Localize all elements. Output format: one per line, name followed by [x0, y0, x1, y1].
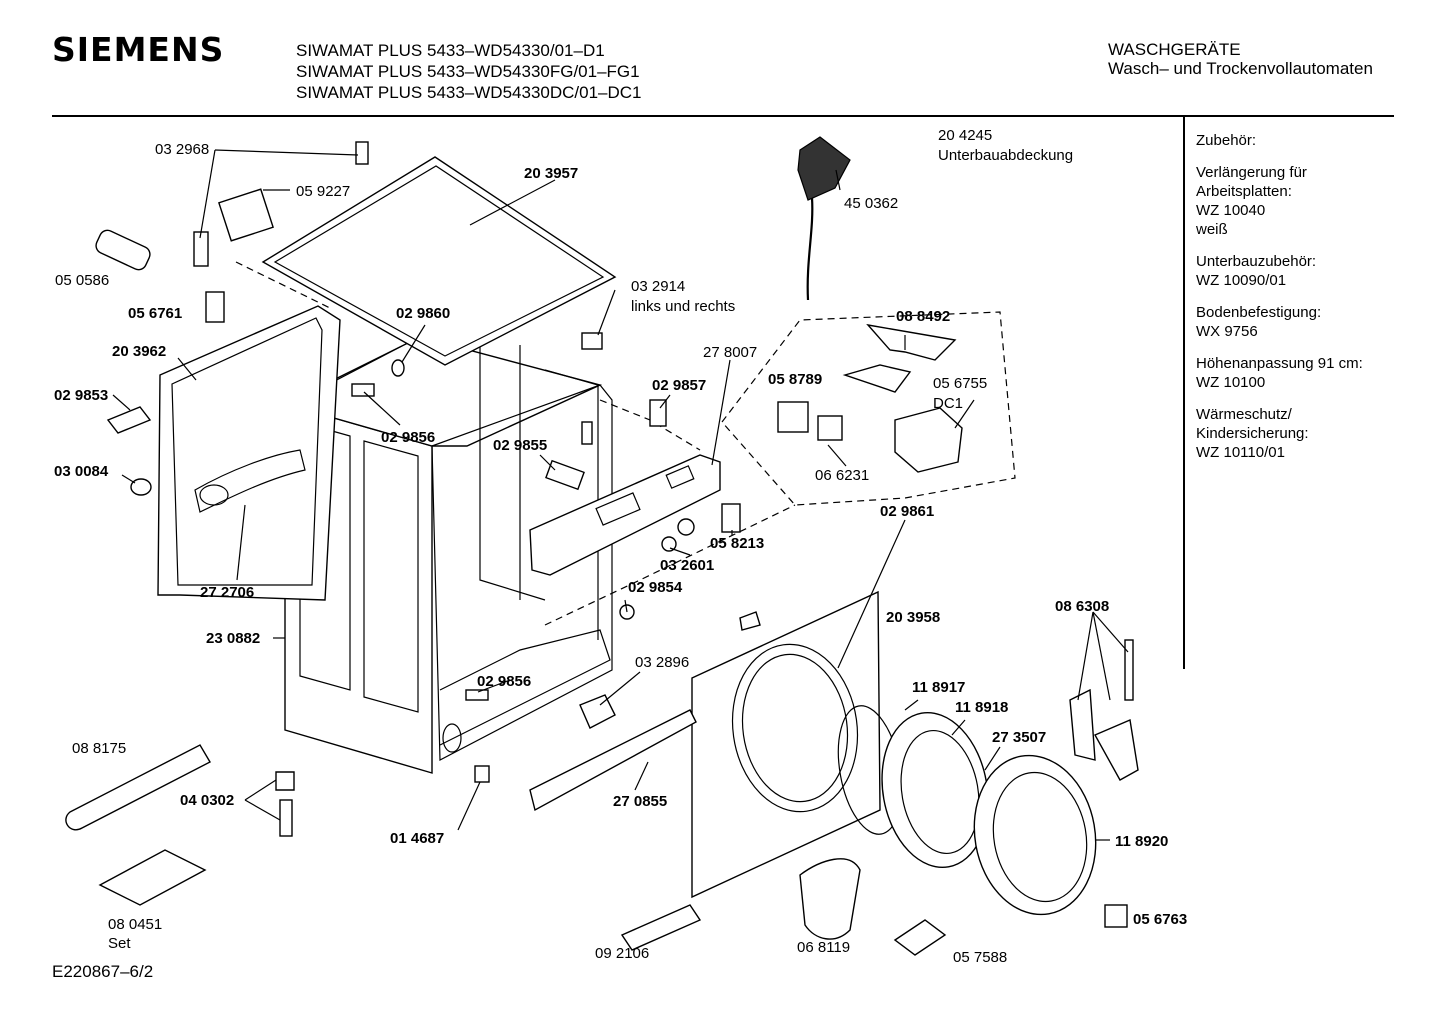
accessory-line: weiß [1196, 221, 1228, 238]
accessory-line: Unterbauzubehör: [1196, 253, 1317, 270]
part-label: 03 2968 [155, 141, 209, 158]
control-electronics [777, 323, 963, 473]
part-label: 02 9853 [54, 387, 108, 404]
leader-lines [112, 149, 1129, 841]
part-label: 05 8213 [710, 535, 764, 552]
accessory-group: Unterbauzubehör: WZ 10090/01 [1196, 252, 1363, 290]
part-label: 05 6763 [1133, 911, 1187, 928]
part-labels: 03 2968 05 9227 20 3957 20 4245 Unterbau… [54, 127, 1187, 966]
part-label: 04 0302 [180, 792, 234, 809]
accessory-line: Arbeitsplatten: [1196, 183, 1292, 200]
part-label: 08 0451 [108, 916, 162, 933]
side-panel [157, 305, 341, 601]
part-label: 09 2106 [595, 945, 649, 962]
accessory-line: WZ 10110/01 [1196, 444, 1285, 461]
model-line-2: SIWAMAT PLUS 5433–WD54330FG/01–FG1 [296, 62, 640, 81]
part-label: 03 0084 [54, 463, 109, 480]
part-label: 03 2896 [635, 654, 689, 671]
part-label: 20 4245 [938, 127, 992, 144]
top-cover [261, 156, 617, 366]
part-label: 45 0362 [844, 195, 898, 212]
power-cord [797, 136, 851, 301]
part-label: 05 8789 [768, 371, 822, 388]
accessory-line: Bodenbefestigung: [1196, 304, 1322, 321]
accessory-group: Wärmeschutz/ Kindersicherung: WZ 10110/0… [1196, 405, 1363, 462]
accessory-group: Bodenbefestigung: WX 9756 [1196, 303, 1363, 341]
category-title: WASCHGERÄTE [1108, 40, 1241, 59]
part-label: 20 3958 [886, 609, 940, 626]
accessory-group: Höhenanpassung 91 cm: WZ 10100 [1196, 354, 1363, 392]
model-line-1: SIWAMAT PLUS 5433–WD54330/01–D1 [296, 41, 605, 60]
part-label: 02 9856 [381, 429, 435, 446]
drawing-id: E220867–6/2 [52, 962, 154, 981]
part-label: 02 9861 [880, 503, 934, 520]
part-label: 06 8119 [797, 939, 850, 956]
front-panel [691, 590, 881, 899]
part-label: 11 8917 [912, 679, 965, 696]
part-label: 11 8920 [1115, 833, 1168, 850]
accessory-group: Verlängerung für Arbeitsplatten: WZ 1004… [1196, 163, 1363, 239]
part-label: 08 8175 [72, 740, 126, 757]
part-label: 27 3507 [992, 729, 1046, 746]
part-label-desc: Unterbauabdeckung [938, 147, 1073, 164]
part-label: 05 9227 [296, 183, 350, 200]
part-label: 08 6308 [1055, 598, 1109, 615]
accessories-divider [1183, 117, 1185, 669]
accessory-line: WZ 10040 [1196, 202, 1266, 219]
part-label: 02 9856 [477, 673, 531, 690]
part-label: 11 8918 [955, 699, 1008, 716]
accessory-line: Wärmeschutz/ [1196, 406, 1292, 423]
accessory-line: WZ 10090/01 [1196, 272, 1287, 289]
model-line-3: SIWAMAT PLUS 5433–WD54330DC/01–DC1 [296, 83, 642, 102]
accessory-group: Zubehör: [1196, 131, 1363, 150]
part-label: 02 9860 [396, 305, 450, 322]
door-assembly [837, 705, 1097, 916]
accessories-panel: Zubehör: Verlängerung für Arbeitsplatten… [1196, 131, 1363, 475]
header-divider [52, 115, 1394, 117]
part-label: 02 9854 [628, 579, 683, 596]
part-label-desc: links und rechts [631, 298, 735, 315]
model-list: SIWAMAT PLUS 5433–WD54330/01–D1 SIWAMAT … [296, 40, 642, 103]
accessory-line: WX 9756 [1196, 323, 1258, 340]
accessory-line: WZ 10100 [1196, 374, 1266, 391]
part-label: 02 9855 [493, 437, 547, 454]
part-label: 27 2706 [200, 584, 254, 601]
part-label: 05 6761 [128, 305, 182, 322]
part-label: 05 0586 [55, 272, 109, 289]
part-label: 20 3957 [524, 165, 578, 182]
part-label: 01 4687 [390, 830, 444, 847]
part-label: 20 3962 [112, 343, 166, 360]
part-label: 03 2601 [660, 557, 714, 574]
part-label-desc: DC1 [933, 395, 963, 412]
part-label: 06 6231 [815, 467, 869, 484]
part-label: 05 6755 [933, 375, 987, 392]
part-label-desc: Set [108, 935, 131, 952]
category-subtitle: Wasch– und Trockenvollautomaten [1108, 59, 1373, 78]
part-label: 03 2914 [631, 278, 685, 295]
accessory-line: Höhenanpassung 91 cm: [1196, 355, 1363, 372]
accessory-line: Kindersicherung: [1196, 425, 1309, 442]
accessory-heading: Zubehör: [1196, 132, 1257, 149]
small-parts [65, 141, 1139, 956]
part-label: 27 0855 [613, 793, 667, 810]
part-label: 23 0882 [206, 630, 260, 647]
part-label: 05 7588 [953, 949, 1007, 966]
brand-logo: SIEMENS [52, 30, 225, 69]
accessory-line: Verlängerung für [1196, 164, 1307, 181]
part-label: 02 9857 [652, 377, 706, 394]
part-label: 08 8492 [896, 308, 950, 325]
part-label: 27 8007 [703, 344, 757, 361]
control-panel-bracket [529, 454, 721, 576]
category-block: WASCHGERÄTE Wasch– und Trockenvollautoma… [1108, 40, 1373, 78]
